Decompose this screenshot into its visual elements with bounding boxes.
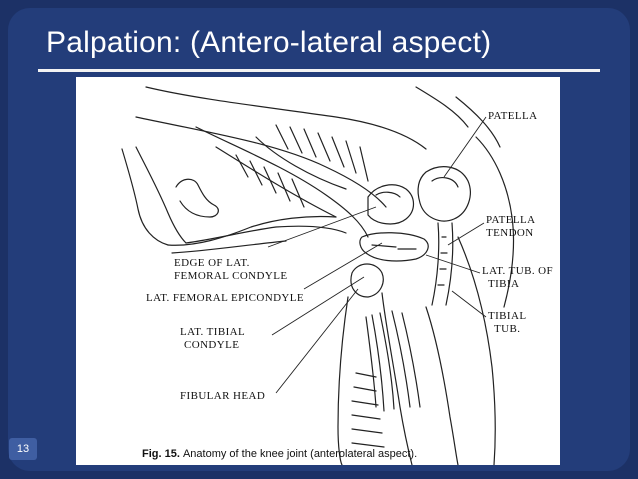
knee-anatomy-figure: PATELLA PATELLA TENDON LAT. TUB. OF TIBI…	[76, 77, 560, 465]
label-edge-line1: EDGE OF LAT.	[174, 257, 250, 269]
slide-title: Palpation: (Antero-lateral aspect)	[46, 26, 492, 59]
label-lat-tub-line1: LAT. TUB. OF	[482, 265, 553, 277]
label-tibial-tub-line2: TUB.	[494, 323, 520, 335]
knee-drawing: PATELLA PATELLA TENDON LAT. TUB. OF TIBI…	[121, 86, 553, 465]
label-tibial-condyle-line2: CONDYLE	[184, 339, 239, 351]
label-tibial-tub-line1: TIBIAL	[488, 310, 526, 322]
label-tibial-condyle-line1: LAT. TIBIAL	[180, 326, 245, 338]
label-patella-tendon-line2: TENDON	[486, 227, 534, 239]
label-patella: PATELLA	[488, 110, 537, 122]
caption-prefix: Fig. 15.	[142, 448, 180, 460]
knee-illustration	[121, 86, 515, 465]
label-edge-line2: FEMORAL CONDYLE	[174, 270, 287, 282]
label-patella-tendon-line1: PATELLA	[486, 214, 535, 226]
page-number-badge: 13	[9, 438, 37, 460]
leader-lines	[267, 116, 487, 394]
title-underline	[38, 69, 600, 72]
figure-caption: Fig. 15. Anatomy of the knee joint (ante…	[142, 448, 417, 460]
label-epicondyle: LAT. FEMORAL EPICONDYLE	[146, 292, 304, 304]
caption-text: Anatomy of the knee joint (anterolateral…	[183, 448, 417, 460]
label-lat-tub-line2: TIBIA	[488, 278, 519, 290]
label-fibular-head: FIBULAR HEAD	[180, 390, 265, 402]
